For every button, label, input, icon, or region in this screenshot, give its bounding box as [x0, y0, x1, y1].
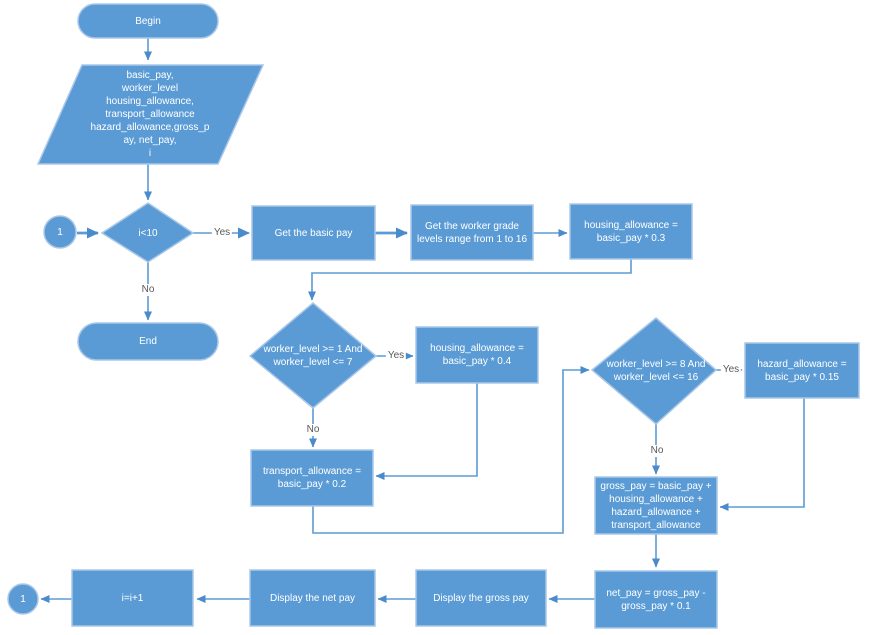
connector-transport-to-level816 — [312, 366, 590, 534]
terminal-end — [77, 322, 219, 361]
process-housing-03 — [569, 203, 693, 260]
terminal-begin — [77, 3, 219, 39]
process-display-gross — [415, 569, 547, 627]
io-inputs-parallelogram — [36, 64, 265, 165]
process-get-grade — [410, 204, 534, 261]
decision-level-1-7 — [248, 302, 378, 409]
decision-level-8-16 — [590, 317, 718, 425]
process-net-pay — [594, 570, 718, 629]
decision-loop-condition — [100, 202, 195, 263]
process-housing-04 — [415, 326, 539, 384]
connector-housing04-to-transport — [375, 383, 478, 480]
connector-hazard-to-gross — [719, 398, 805, 511]
onpage-connector-top — [43, 215, 77, 249]
process-hazard-015 — [744, 342, 860, 399]
process-gross-pay — [594, 476, 718, 535]
process-increment — [71, 569, 194, 627]
onpage-connector-bottom — [7, 583, 39, 615]
process-get-basic-pay — [251, 205, 376, 261]
process-display-net — [249, 569, 376, 627]
connector-housing03-to-level17 — [308, 259, 632, 301]
process-transport-02 — [250, 449, 374, 507]
